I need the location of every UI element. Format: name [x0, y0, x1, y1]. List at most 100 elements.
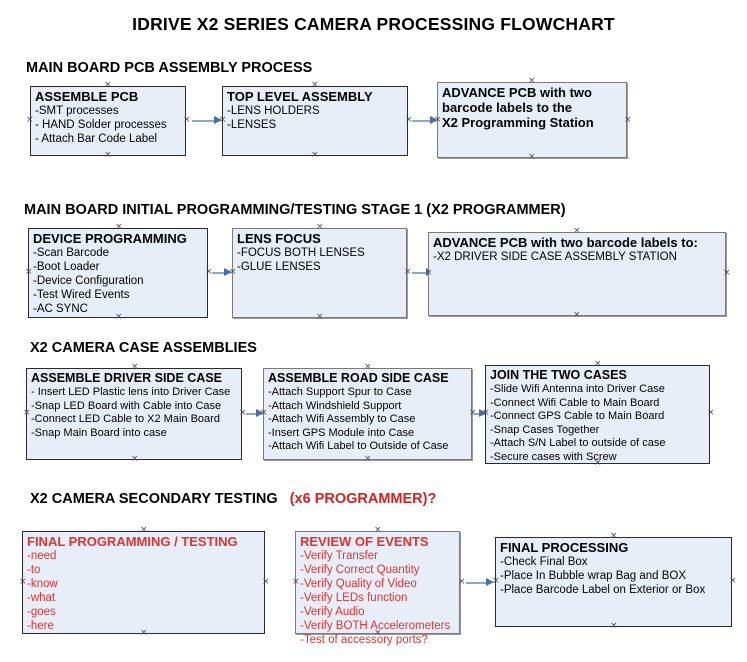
connector-handle-top[interactable]: [316, 224, 323, 231]
node-line: - HAND Solder processes: [35, 119, 167, 131]
connector-handle-top[interactable]: [573, 228, 580, 235]
node-title: ADVANCE PCB with two barcode labels to:: [433, 235, 698, 250]
node-line: -Connect Wifi Cable to Main Board: [490, 396, 660, 409]
connector-handle-top[interactable]: [115, 224, 122, 231]
node-title: TOP LEVEL ASSEMBLY: [227, 89, 373, 104]
connector-handle-left[interactable]: [229, 269, 236, 276]
section-heading-3-text: X2 CAMERA CASE ASSEMBLIES: [30, 340, 257, 356]
node-line: -to: [27, 564, 41, 576]
connector-handle-right[interactable]: [458, 579, 465, 586]
connector-handle-right[interactable]: [205, 269, 212, 276]
connector-handle-right[interactable]: [239, 410, 246, 417]
connector-handle-left[interactable]: [492, 578, 499, 585]
node-title: ASSEMBLE DRIVER SIDE CASE: [31, 371, 223, 385]
node-final-programming-testing[interactable]: FINAL PROGRAMMING / TESTING -need -to -k…: [22, 531, 265, 634]
connector-handle-right[interactable]: [723, 270, 730, 277]
node-line: -LENS HOLDERS: [227, 105, 320, 117]
node-review-of-events[interactable]: REVIEW OF EVENTS -Verify Transfer -Verif…: [295, 531, 460, 646]
node-title: FINAL PROGRAMMING / TESTING: [27, 534, 238, 549]
connector-handle-left[interactable]: [482, 410, 489, 417]
connector-handle-right[interactable]: [405, 117, 412, 124]
node-line: -Slide Wifi Antenna into Driver Case: [490, 383, 665, 395]
node-line: -Scan Barcode: [33, 247, 110, 259]
node-advance-pcb-driver-side-case[interactable]: ADVANCE PCB with two barcode labels to: …: [428, 232, 726, 316]
arrow-device-to-lensfocus: [212, 268, 232, 277]
connector-handle-right[interactable]: [404, 269, 411, 276]
arrow-shaft: [246, 413, 256, 415]
connector-handle-top[interactable]: [311, 82, 318, 89]
node-assemble-road-side-case[interactable]: ASSEMBLE ROAD SIDE CASE -Attach Support …: [263, 368, 472, 460]
node-line: -Verify Audio: [300, 606, 365, 618]
connector-handle-bottom[interactable]: [316, 314, 323, 321]
connector-handle-left[interactable]: [19, 579, 26, 586]
connector-handle-bottom[interactable]: [131, 456, 138, 463]
connector-handle-top[interactable]: [610, 533, 617, 540]
connector-handle-left[interactable]: [434, 117, 441, 124]
arrow-head: [214, 116, 222, 124]
connector-handle-left[interactable]: [219, 117, 226, 124]
node-device-programming[interactable]: DEVICE PROGRAMMING -Scan Barcode -Boot L…: [28, 228, 208, 318]
node-final-processing[interactable]: FINAL PROCESSING -Check Final Box -Place…: [495, 537, 732, 627]
arrow-head: [486, 578, 494, 586]
arrow-shaft: [192, 120, 214, 122]
connector-handle-bottom[interactable]: [573, 312, 580, 319]
node-line: -Snap LED Board with Cable into Case: [31, 399, 222, 412]
node-line: -what: [27, 592, 56, 604]
connector-handle-top[interactable]: [131, 364, 138, 371]
section-heading-1-text: MAIN BOARD PCB ASSEMBLY PROCESS: [26, 60, 313, 76]
connector-handle-top[interactable]: [364, 364, 371, 371]
node-line: -Place Barcode Label on Exterior or Box: [500, 584, 706, 596]
node-line: -AC SYNC: [33, 303, 88, 315]
node-title: ASSEMBLE ROAD SIDE CASE: [268, 371, 449, 385]
node-line: -Connect GPS Cable to Main Board: [490, 410, 665, 422]
connector-handle-top[interactable]: [594, 361, 601, 368]
connector-handle-left[interactable]: [292, 579, 299, 586]
node-advance-pcb-programming-station[interactable]: ADVANCE PCB with two barcode labels to t…: [437, 82, 627, 158]
node-line: -Verify Correct Quantity: [300, 564, 420, 576]
connector-handle-bottom[interactable]: [364, 456, 371, 463]
node-line: -FOCUS BOTH LENSES: [237, 247, 365, 259]
node-assemble-driver-side-case[interactable]: ASSEMBLE DRIVER SIDE CASE - Insert LED P…: [26, 368, 242, 460]
arrow-head: [224, 268, 232, 276]
connector-handle-top[interactable]: [528, 78, 535, 85]
connector-handle-top[interactable]: [104, 82, 111, 89]
connector-handle-right[interactable]: [262, 579, 269, 586]
node-join-the-two-cases[interactable]: JOIN THE TWO CASES -Slide Wifi Antenna i…: [485, 365, 710, 464]
connector-handle-left[interactable]: [26, 117, 33, 124]
connector-handle-top[interactable]: [374, 527, 381, 534]
connector-handle-left[interactable]: [23, 410, 30, 417]
connector-handle-bottom[interactable]: [374, 630, 381, 637]
page-title: IDRIVE X2 SERIES CAMERA PROCESSING FLOWC…: [132, 14, 615, 34]
node-assemble-pcb[interactable]: ASSEMBLE PCB -SMT processes - HAND Solde…: [30, 86, 186, 156]
connector-handle-bottom[interactable]: [311, 152, 318, 159]
connector-handle-bottom[interactable]: [594, 460, 601, 467]
node-title: ADVANCE PCB with two: [442, 85, 592, 100]
node-top-level-assembly[interactable]: TOP LEVEL ASSEMBLY -LENS HOLDERS -LENSES: [222, 86, 408, 156]
connector-handle-right[interactable]: [624, 117, 631, 124]
node-line: -Verify BOTH Accelerometers: [300, 620, 451, 632]
connector-handle-top[interactable]: [140, 527, 147, 534]
node-line: -Device Configuration: [33, 275, 144, 287]
section-heading-4-text: X2 CAMERA SECONDARY TESTING: [30, 491, 278, 507]
connector-handle-bottom[interactable]: [610, 623, 617, 630]
node-title: JOIN THE TWO CASES: [490, 368, 627, 382]
node-title: LENS FOCUS: [237, 231, 321, 246]
connector-handle-left[interactable]: [260, 410, 267, 417]
connector-handle-right[interactable]: [707, 410, 714, 417]
connector-handle-left[interactable]: [425, 270, 432, 277]
connector-handle-left[interactable]: [25, 269, 32, 276]
section-heading-1: MAIN BOARD PCB ASSEMBLY PROCESS: [26, 60, 312, 76]
arrow-shaft: [412, 120, 430, 122]
connector-handle-right[interactable]: [729, 578, 736, 585]
node-lens-focus[interactable]: LENS FOCUS -FOCUS BOTH LENSES -GLUE LENS…: [232, 228, 407, 318]
connector-handle-bottom[interactable]: [115, 314, 122, 321]
node-line: -goes: [27, 606, 56, 618]
connector-handle-bottom[interactable]: [140, 630, 147, 637]
node-line: -Test Wired Events: [33, 289, 130, 301]
connector-handle-right[interactable]: [183, 117, 190, 124]
arrow-review-to-finalprocessing: [466, 578, 494, 587]
connector-handle-bottom[interactable]: [104, 152, 111, 159]
connector-handle-bottom[interactable]: [528, 154, 535, 161]
node-title: ASSEMBLE PCB: [35, 89, 139, 104]
